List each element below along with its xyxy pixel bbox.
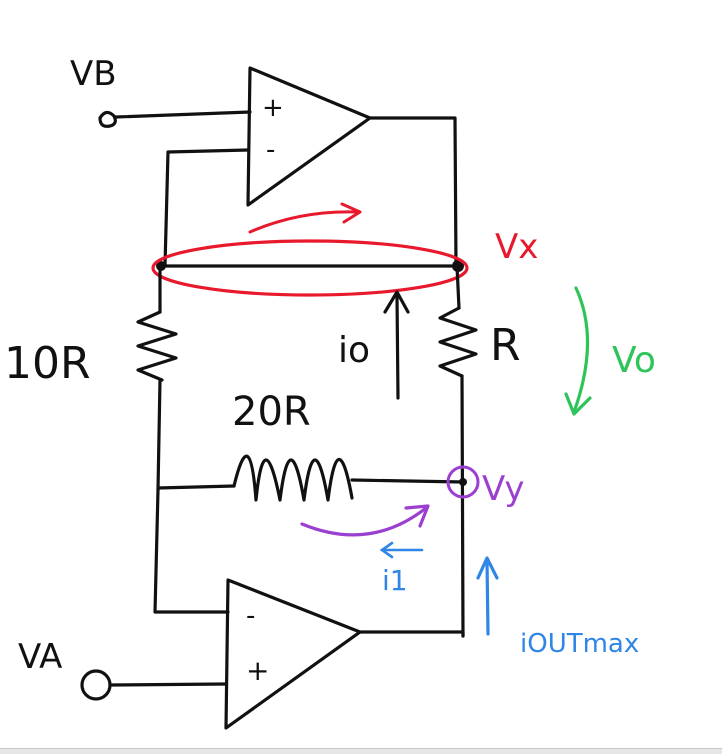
r-label: R xyxy=(490,320,521,371)
bottom-feedback-wire xyxy=(153,488,230,614)
red-current-arrow xyxy=(248,210,360,234)
twenty-r-right-wire xyxy=(350,478,465,484)
vo-arrow xyxy=(572,286,590,414)
vo-arrow-head xyxy=(564,392,592,416)
va-label: VA xyxy=(18,637,62,677)
bottom-op-amp-body xyxy=(224,578,362,730)
i1-label: i1 xyxy=(382,564,408,597)
twenty-r-left-wire xyxy=(156,484,236,490)
top-op-amp-minus: - xyxy=(266,135,275,165)
right-wire-lower xyxy=(460,374,465,638)
top-op-amp-body xyxy=(246,66,372,207)
io-label: io xyxy=(338,330,370,371)
vb-terminal: VB xyxy=(70,54,252,128)
top-feedback-wire xyxy=(163,148,250,268)
twenty-r-label: 20R xyxy=(232,389,311,435)
vo-voltage: Vo xyxy=(564,286,656,416)
i1-arrow-head xyxy=(379,541,394,559)
top-output-wire xyxy=(368,116,458,268)
vx-label: Vx xyxy=(495,227,538,267)
vy-label: Vy xyxy=(482,469,524,509)
resistor-10r-zigzag xyxy=(136,310,178,382)
vy-node: Vy xyxy=(446,465,524,509)
top-op-amp-plus: + xyxy=(262,93,284,123)
va-wire xyxy=(108,682,228,687)
i1-current: i1 xyxy=(379,541,424,597)
red-arrow-head xyxy=(340,202,362,224)
iout-arrow-head xyxy=(476,556,499,580)
bottom-divider xyxy=(0,748,722,754)
purple-arrow-head xyxy=(404,504,430,528)
iout-arrow-shaft xyxy=(485,558,490,636)
right-wire-top xyxy=(455,264,461,310)
vb-wire xyxy=(114,110,252,119)
resistor-20r: 20R xyxy=(156,389,465,502)
vb-label: VB xyxy=(70,54,117,94)
purple-current-arrow xyxy=(300,506,428,537)
left-wire-mid xyxy=(156,378,162,492)
va-terminal-circle xyxy=(80,669,112,701)
top-op-amp: + - xyxy=(246,66,372,207)
va-terminal: VA xyxy=(18,637,228,701)
resistor-r-zigzag xyxy=(438,306,478,378)
iout-max-current: iOUTmax xyxy=(476,556,639,659)
io-current: io xyxy=(338,290,410,400)
resistor-10r: 10R xyxy=(4,264,178,492)
resistor-20r-coil xyxy=(232,454,354,502)
io-arrow-shaft xyxy=(395,294,400,400)
vo-label: Vo xyxy=(612,340,656,381)
io-arrow-head xyxy=(383,290,410,314)
bottom-op-amp-minus: - xyxy=(246,601,255,631)
bottom-output-wire xyxy=(358,630,465,638)
bottom-op-amp-plus: + xyxy=(246,654,269,687)
iout-max-label: iOUTmax xyxy=(520,629,639,659)
ten-r-label: 10R xyxy=(4,338,91,389)
resistor-r: R xyxy=(438,264,521,638)
vy-node-dot xyxy=(459,478,467,486)
vy-node-circle xyxy=(446,465,480,499)
vb-terminal-circle xyxy=(98,110,117,128)
bottom-op-amp: - + xyxy=(224,578,362,730)
vx-node-ellipse xyxy=(151,239,469,297)
